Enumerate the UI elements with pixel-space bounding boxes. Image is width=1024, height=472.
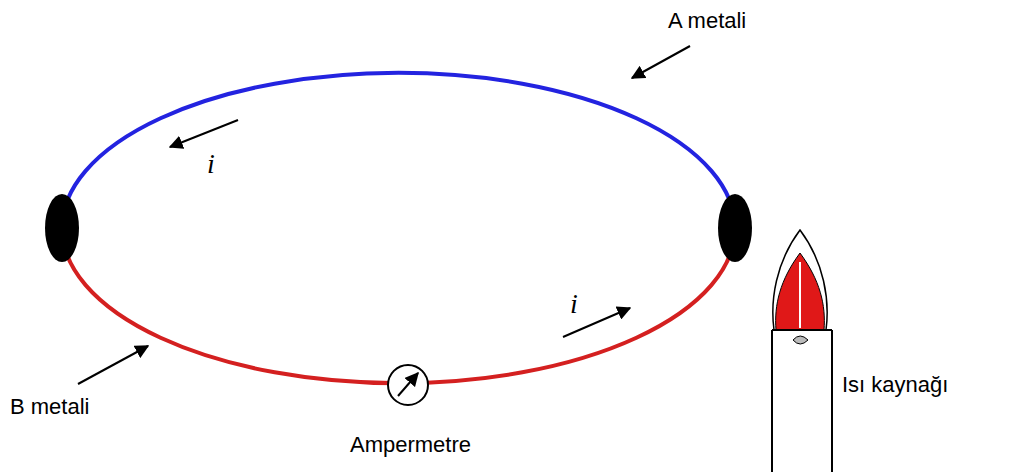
part-label: B metali	[10, 396, 89, 418]
part-label: Ampermetre	[350, 434, 471, 456]
part-label: Isı kaynağı	[842, 374, 948, 396]
junction	[718, 194, 752, 262]
leader-arrow	[78, 346, 148, 384]
ammeter-symbol	[388, 365, 428, 405]
heat-source	[772, 230, 832, 472]
metal-b-wire	[62, 228, 735, 383]
leader-arrow	[632, 46, 690, 78]
current-arrow	[170, 120, 238, 147]
part-label: A metali	[668, 10, 746, 32]
junction	[45, 194, 79, 262]
metal-a-wire	[62, 73, 735, 228]
current-label: i	[570, 290, 578, 318]
ammeter-needle	[398, 373, 418, 396]
current-label: i	[207, 150, 215, 178]
